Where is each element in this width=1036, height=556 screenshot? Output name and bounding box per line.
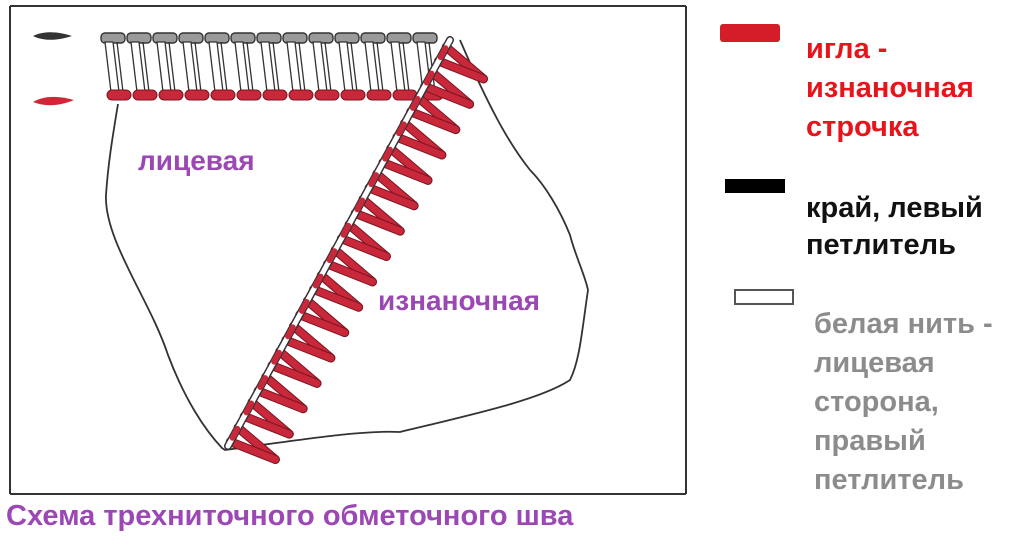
white-loop [182, 41, 198, 93]
seam-diagram [9, 5, 687, 495]
needle-loop [365, 184, 418, 210]
white-loop-line [168, 41, 176, 93]
legend-line: строчка [806, 111, 919, 143]
white-loop [156, 41, 172, 93]
legend-line: игла - [806, 33, 888, 65]
needle-loop [296, 311, 349, 337]
white-legend-text: белая нить - лицевая сторона, правый пет… [814, 305, 993, 500]
needle-stitch [106, 89, 132, 101]
white-loop-line [324, 41, 332, 93]
edge-thread-sample [33, 32, 72, 40]
seam-knot [243, 400, 255, 416]
white-loop [234, 41, 250, 93]
diagram-caption: Схема трехниточного обметочного шва [6, 500, 574, 532]
seam-knot [396, 121, 407, 137]
seam-knot [298, 299, 310, 314]
seam-knot [257, 375, 269, 390]
legend-line: край, левый [806, 192, 983, 224]
legend-line: сторона, [814, 386, 939, 418]
needle-loop [351, 209, 404, 235]
needle-loop [337, 235, 390, 260]
needle-loop [434, 57, 487, 83]
needle-loop [323, 260, 376, 286]
white-loop [338, 41, 354, 93]
seam-knot [423, 70, 435, 86]
white-legend-swatch [734, 289, 794, 305]
needle-legend-text: игла - изнаночная строчка [806, 30, 974, 147]
white-loop [312, 41, 328, 93]
white-loop [364, 41, 380, 93]
back-side-label: изнаночная [378, 285, 541, 316]
seam-knot [354, 197, 366, 213]
needle-loop [240, 412, 293, 438]
legend-line: лицевая [814, 347, 935, 379]
legend-line: белая нить - [814, 308, 993, 340]
needle-stitch [236, 89, 262, 101]
diagram-frame [9, 5, 687, 495]
needle-loop [407, 108, 460, 134]
needle-loop [226, 438, 279, 463]
white-loop-line [350, 41, 358, 93]
white-loop-line [220, 41, 228, 93]
legend-line: петлитель [806, 229, 956, 261]
needle-stitch [392, 89, 418, 101]
seam-knot [312, 273, 324, 289]
seam-knot [437, 45, 449, 61]
needle-stitch [132, 89, 158, 101]
white-loop-line [142, 41, 150, 93]
seam-knot [368, 172, 380, 187]
needle-stitch [340, 89, 366, 101]
diagonal-seam [224, 36, 488, 464]
white-loop [390, 41, 406, 93]
needle-thread-sample [33, 96, 74, 106]
white-loop [208, 41, 224, 93]
white-loop [286, 41, 302, 93]
seam-knot [382, 146, 393, 162]
legend-line: изнаночная [806, 72, 974, 104]
needle-loop [310, 285, 363, 311]
needle-stitch [184, 89, 210, 101]
top-needle-thread-row [106, 89, 444, 101]
seam-knot [285, 324, 296, 340]
needle-loop [379, 159, 432, 184]
seam-knot [229, 425, 241, 441]
fabric-outline [105, 39, 589, 451]
needle-loop [282, 336, 335, 362]
needle-stitch [262, 89, 288, 101]
white-loop-line [298, 41, 306, 93]
edge-legend-swatch [725, 179, 785, 193]
needle-stitch [210, 89, 236, 101]
white-loop-line [246, 41, 254, 93]
needle-stitch [158, 89, 184, 101]
seam-knot [409, 96, 421, 111]
white-loop-line [402, 41, 410, 93]
white-loop-line [194, 41, 202, 93]
white-loop [104, 41, 120, 93]
white-loop-line [272, 41, 280, 93]
white-loop-line [116, 41, 124, 93]
white-loop [260, 41, 276, 93]
needle-legend-swatch [720, 24, 780, 42]
needle-stitch [314, 89, 340, 101]
face-side-label: лицевая [138, 145, 255, 176]
legend-line: правый [814, 425, 926, 457]
white-loop [130, 41, 146, 93]
seam-knot [326, 248, 338, 264]
white-loop-line [376, 41, 384, 93]
legend-line: петлитель [814, 464, 964, 496]
needle-stitch [366, 89, 392, 101]
edge-legend-text: край, левый петлитель [806, 190, 983, 264]
seam-knot [340, 222, 352, 238]
needle-loop [268, 362, 321, 387]
needle-stitch [288, 89, 314, 101]
needle-loop [393, 133, 446, 159]
needle-loop [421, 82, 474, 108]
needle-loop [254, 387, 307, 413]
seam-knot [271, 349, 282, 365]
top-white-thread-row [100, 32, 438, 93]
